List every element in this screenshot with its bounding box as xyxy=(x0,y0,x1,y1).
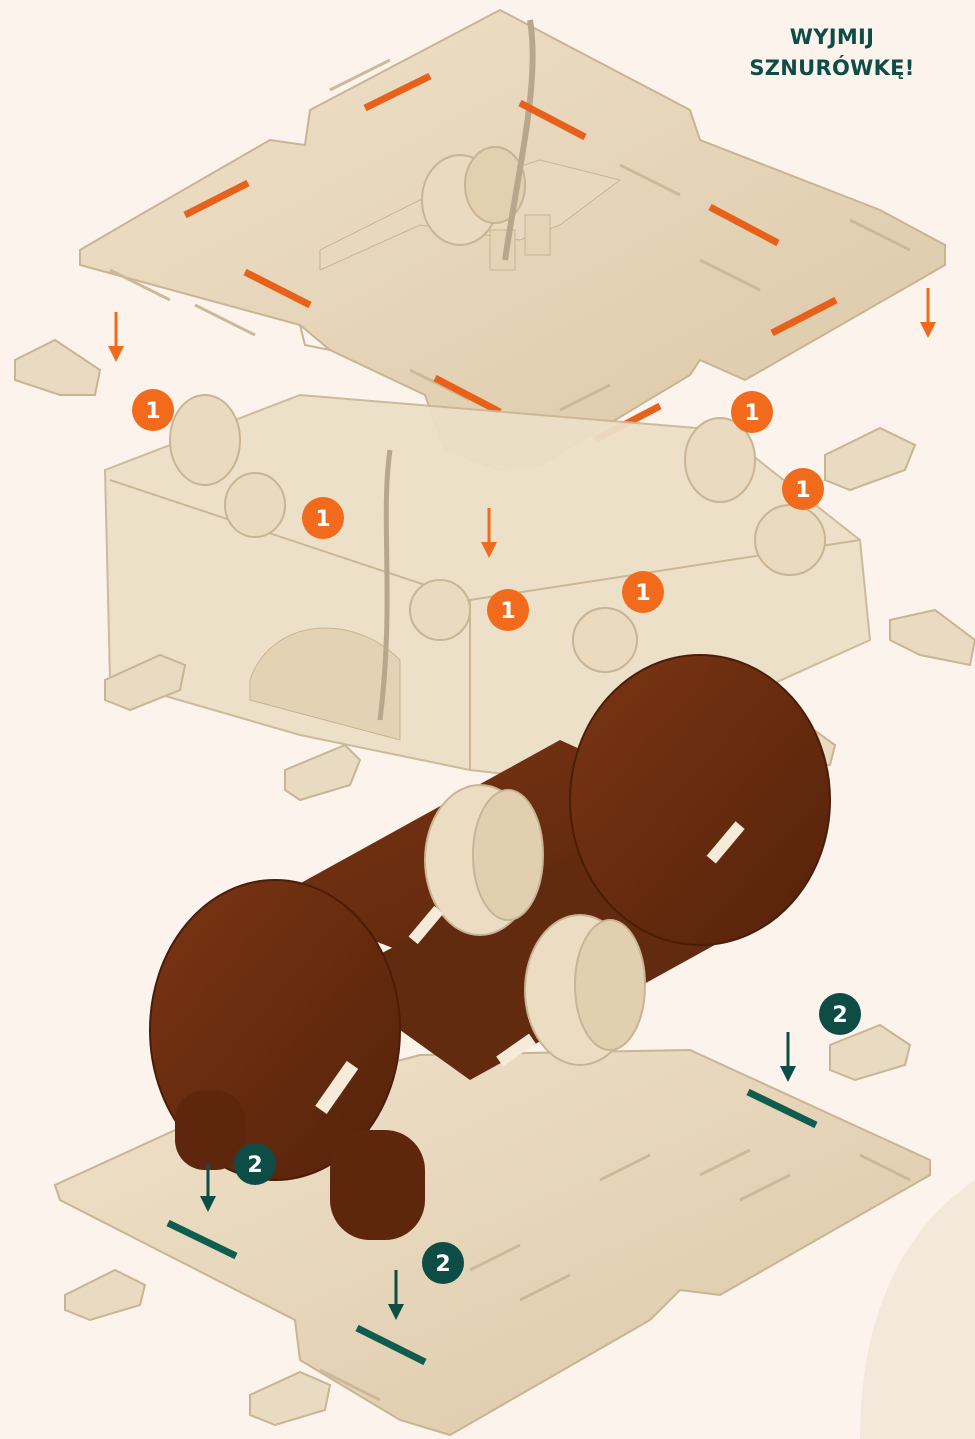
svg-text:1: 1 xyxy=(635,581,650,606)
svg-text:1: 1 xyxy=(315,507,330,532)
step-2-badge: 2 xyxy=(234,1143,276,1185)
step-1-badge: 1 xyxy=(731,391,773,433)
step-1-badge: 1 xyxy=(132,389,174,431)
step-1-badge: 1 xyxy=(782,468,824,510)
step-2-badge: 2 xyxy=(819,993,861,1035)
step-2-badge: 2 xyxy=(422,1242,464,1284)
svg-text:1: 1 xyxy=(500,599,515,624)
svg-text:2: 2 xyxy=(832,1003,847,1028)
svg-text:1: 1 xyxy=(145,399,160,424)
background-blob xyxy=(860,1180,975,1439)
svg-text:1: 1 xyxy=(744,401,759,426)
svg-text:2: 2 xyxy=(435,1252,450,1277)
step-1-badge: 1 xyxy=(487,589,529,631)
step-1-badge: 1 xyxy=(622,571,664,613)
step-1-badge: 1 xyxy=(302,497,344,539)
svg-text:1: 1 xyxy=(795,478,810,503)
svg-text:2: 2 xyxy=(247,1153,262,1178)
